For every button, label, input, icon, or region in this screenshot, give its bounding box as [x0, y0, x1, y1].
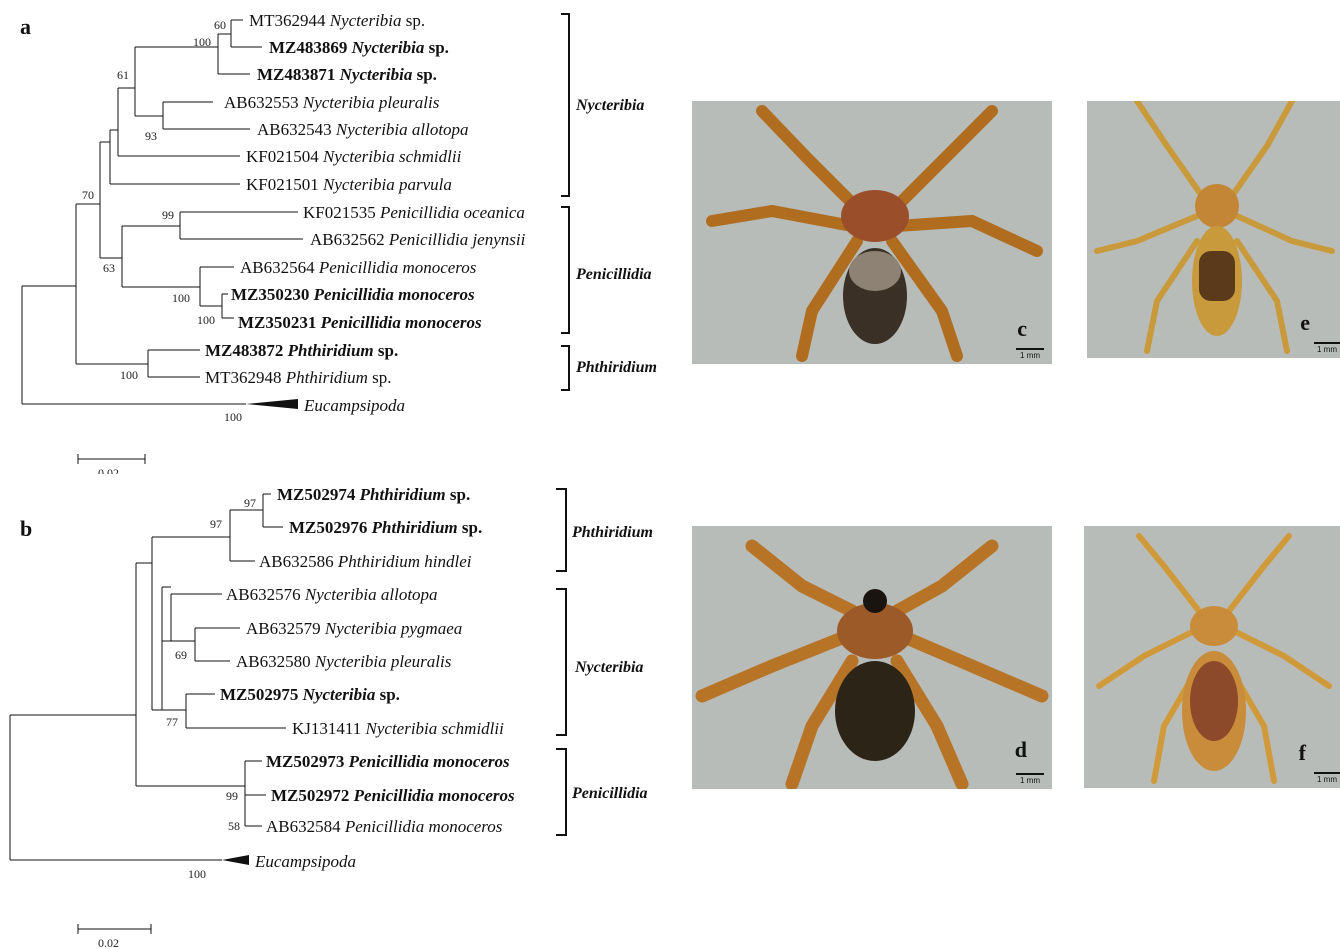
panel-label-e: e	[1300, 310, 1310, 336]
tip-label: KF021504 Nycteribia schmidlii	[246, 147, 462, 166]
panel-label-f: f	[1299, 740, 1306, 766]
bootstrap-value: 100	[188, 867, 206, 881]
tip-label: AB632562 Penicillidia jenynsii	[310, 230, 526, 249]
bootstrap-value: 70	[82, 188, 94, 202]
tip-label: KF021501 Nycteribia parvula	[246, 175, 452, 194]
bootstrap-value: 63	[103, 261, 115, 275]
scale-bar-label: 0.02	[98, 466, 119, 474]
outgroup-label: Eucampsipoda	[254, 852, 356, 871]
panel-label-a: a	[20, 14, 31, 39]
bootstrap-value: 69	[175, 648, 187, 662]
scale-bar-label: 0.02	[98, 936, 119, 949]
tip-label: AB632584 Penicillidia monoceros	[266, 817, 503, 836]
tip-label: AB632553 Nycteribia pleuralis	[224, 93, 440, 112]
tip-label: MZ502976 Phthiridium sp.	[289, 518, 482, 537]
bootstrap-value: 100	[172, 291, 190, 305]
clade-label-penicillidia: Penicillidia	[571, 785, 648, 802]
collapsed-clade-triangle	[246, 399, 298, 409]
specimen-photo-e: e 1 mm	[1087, 101, 1340, 358]
clade-brackets-a	[561, 14, 569, 390]
bootstrap-value: 97	[210, 517, 222, 531]
bootstrap-value: 99	[162, 208, 174, 222]
bootstrap-value: 100	[197, 313, 215, 327]
phylogenetic-tree-a: a	[0, 0, 680, 474]
bootstrap-value: 97	[244, 496, 256, 510]
tip-label: MZ350230 Penicillidia monoceros	[231, 285, 475, 304]
specimen-photo-f: f 1 mm	[1084, 526, 1340, 788]
clade-label-nycteribia: Nycteribia	[575, 97, 644, 114]
phylogenetic-tree-b: b	[0, 474, 680, 949]
bootstrap-value: 100	[120, 368, 138, 382]
clade-label-phthiridium: Phthiridium	[575, 359, 657, 376]
tip-label: AB632579 Nycteribia pygmaea	[246, 619, 462, 638]
clade-brackets-b	[556, 489, 566, 835]
bootstrap-value: 58	[228, 819, 240, 833]
tip-label: AB632580 Nycteribia pleuralis	[236, 652, 452, 671]
outgroup-label: Eucampsipoda	[303, 396, 405, 415]
scale-bar-a	[78, 454, 145, 464]
tip-label: MZ502975 Nycteribia sp.	[220, 685, 400, 704]
tip-label: MT362948 Phthiridium sp.	[205, 368, 392, 387]
tip-label: MZ483872 Phthiridium sp.	[205, 341, 398, 360]
bootstrap-value: 60	[214, 18, 226, 32]
clade-label-penicillidia: Penicillidia	[575, 266, 652, 283]
bootstrap-value: 100	[193, 35, 211, 49]
scale-bar-b	[78, 924, 151, 934]
tip-label: AB632543 Nycteribia allotopa	[257, 120, 469, 139]
tip-label: MZ483871 Nycteribia sp.	[257, 65, 437, 84]
specimen-photo-c: c 1 mm	[692, 101, 1052, 364]
tip-label: AB632564 Penicillidia monoceros	[240, 258, 477, 277]
tip-label: AB632576 Nycteribia allotopa	[226, 585, 438, 604]
scale-bar-label: 1 mm	[1016, 773, 1044, 785]
fly-illustration	[692, 526, 1052, 789]
tip-label: KJ131411 Nycteribia schmidlii	[292, 719, 504, 738]
bootstrap-value: 99	[226, 789, 238, 803]
tip-label: KF021535 Penicillidia oceanica	[303, 203, 525, 222]
bootstrap-value: 61	[117, 68, 129, 82]
fly-illustration	[692, 101, 1052, 364]
tip-label: MZ502974 Phthiridium sp.	[277, 485, 470, 504]
tree-b-branches	[10, 494, 286, 860]
panel-label-d: d	[1015, 737, 1027, 763]
tip-label: MZ502973 Penicillidia monoceros	[266, 752, 510, 771]
specimen-photo-d: d 1 mm	[692, 526, 1052, 789]
bootstrap-value: 77	[166, 715, 178, 729]
tip-label: MZ483869 Nycteribia sp.	[269, 38, 449, 57]
panel-label-c: c	[1017, 316, 1027, 342]
scale-bar-label: 1 mm	[1016, 348, 1044, 360]
scale-bar-label: 1 mm	[1314, 342, 1340, 354]
bootstrap-value: 93	[145, 129, 157, 143]
panel-label-b: b	[20, 516, 32, 541]
tip-label: MZ350231 Penicillidia monoceros	[238, 313, 482, 332]
clade-label-phthiridium: Phthiridium	[571, 524, 653, 541]
scale-bar-label: 1 mm	[1314, 772, 1340, 784]
tip-label: AB632586 Phthiridium hindlei	[259, 552, 472, 571]
tip-label: MT362944 Nycteribia sp.	[249, 11, 425, 30]
bootstrap-value: 100	[224, 410, 242, 424]
collapsed-clade-triangle	[222, 855, 249, 865]
clade-label-nycteribia: Nycteribia	[574, 659, 643, 676]
tip-label: MZ502972 Penicillidia monoceros	[271, 786, 515, 805]
